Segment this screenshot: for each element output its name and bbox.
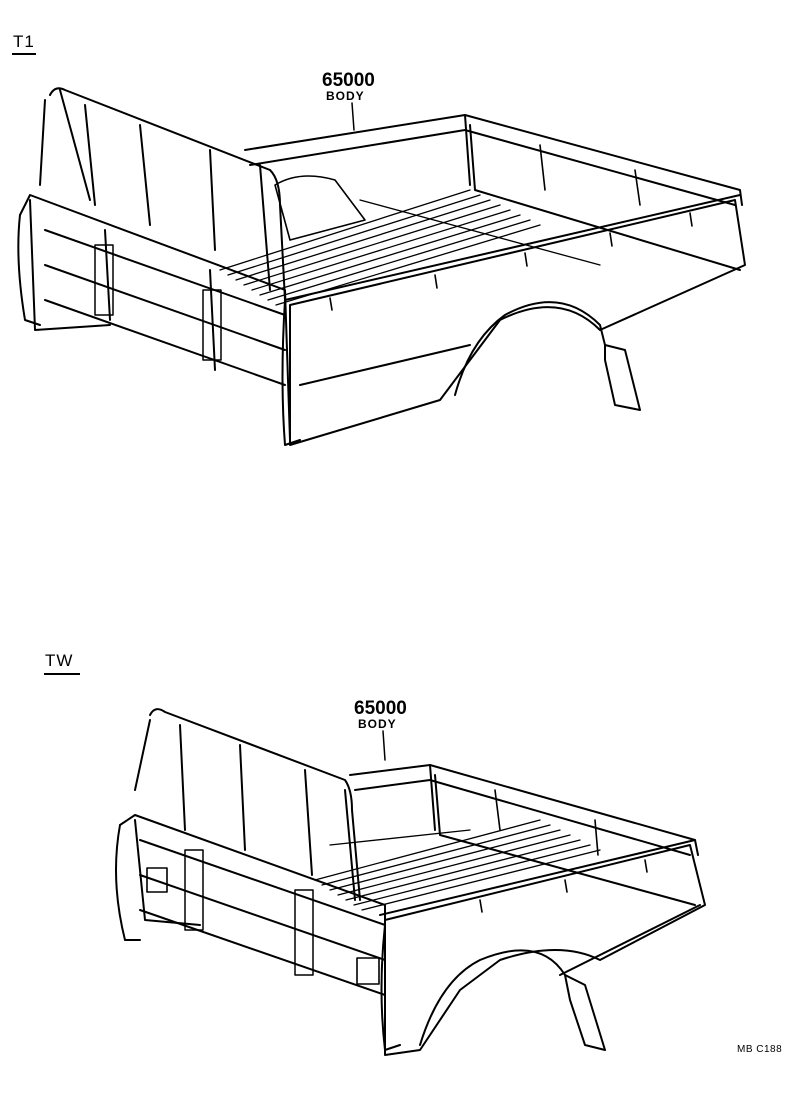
near-rail-stakes <box>330 145 692 310</box>
headache-rack <box>40 88 285 300</box>
callout-leader-line-t1 <box>352 103 354 130</box>
variant-underline-t1 <box>12 53 36 55</box>
near-side-panel-tw <box>385 845 705 1055</box>
drawing-reference-code: MB C188 <box>737 1044 783 1055</box>
near-side-panel <box>290 200 745 445</box>
variant-label-t1: T1 <box>13 32 35 51</box>
callout-part-name-t1: BODY <box>326 89 365 103</box>
mud-flap-rear <box>605 345 640 410</box>
tail-light-left <box>147 868 167 892</box>
bed-far-rail-tw <box>350 765 698 855</box>
near-rail-stakes-tw <box>480 790 647 912</box>
callout-leader-line-tw <box>383 731 385 760</box>
wheel-hump-inner <box>275 176 365 240</box>
tailgate-tw <box>120 815 385 1050</box>
truck-bed-drawing-t1 <box>0 0 800 520</box>
callout-part-number-t1: 65000 <box>322 70 375 91</box>
bed-far-rail <box>245 115 742 205</box>
callout-part-name-tw: BODY <box>358 717 397 731</box>
rear-corner-post <box>18 215 40 325</box>
variant-underline-tw <box>44 673 80 675</box>
tailgate <box>20 195 290 440</box>
callout-part-number-tw: 65000 <box>354 698 407 719</box>
mud-flap-rear-tw <box>565 975 605 1050</box>
rear-corner-post-tw <box>116 825 140 940</box>
tail-light-right <box>357 958 379 984</box>
variant-label-tw: TW <box>45 651 74 670</box>
wheel-arch-tw <box>420 950 565 1045</box>
headache-rack-tw <box>135 709 360 900</box>
wheel-arch <box>455 302 605 395</box>
